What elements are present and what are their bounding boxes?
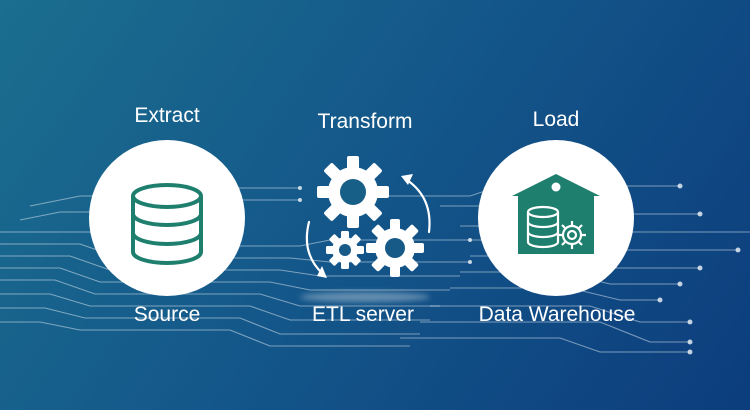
extract-title: Extract (134, 104, 200, 127)
gears-icon (305, 156, 431, 278)
transform-glow (300, 292, 430, 302)
warehouse-circle (478, 140, 634, 296)
warehouse-caption: Data Warehouse (478, 303, 636, 326)
source-caption: Source (133, 303, 201, 326)
database-icon (131, 183, 203, 265)
warehouse-icon (512, 174, 600, 254)
source-circle (89, 140, 245, 296)
transform-title: Transform (317, 110, 413, 133)
transform-caption: ETL server (312, 303, 414, 326)
load-title: Load (532, 108, 580, 131)
